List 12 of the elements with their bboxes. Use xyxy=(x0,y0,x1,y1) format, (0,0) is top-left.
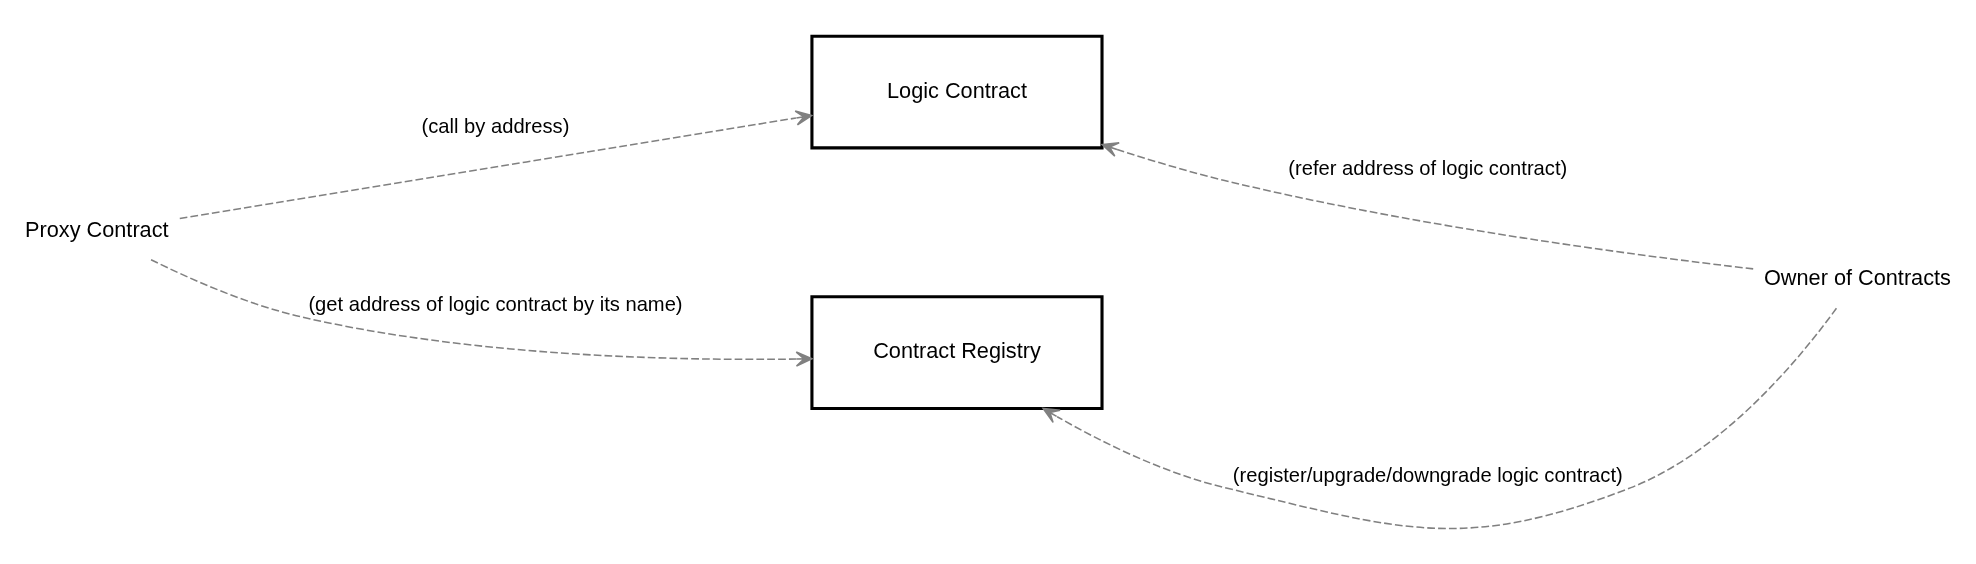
edge-label: (call by address) xyxy=(421,114,570,137)
edge-label: (register/upgrade/downgrade logic contract) xyxy=(1232,463,1623,486)
node-box: Logic Contract xyxy=(810,34,1104,149)
node-box: Contract Registry xyxy=(810,294,1104,410)
arrow xyxy=(150,258,813,367)
edge-label: (refer address of logic contract) xyxy=(1288,156,1568,179)
edge-label: (get address of logic contract by its name) xyxy=(308,292,683,315)
arrow xyxy=(1042,306,1838,529)
arrow xyxy=(1101,141,1754,270)
node-text: Owner of Contracts xyxy=(1763,264,1951,290)
arrow xyxy=(179,109,813,219)
node-text: Proxy Contract xyxy=(25,216,169,242)
